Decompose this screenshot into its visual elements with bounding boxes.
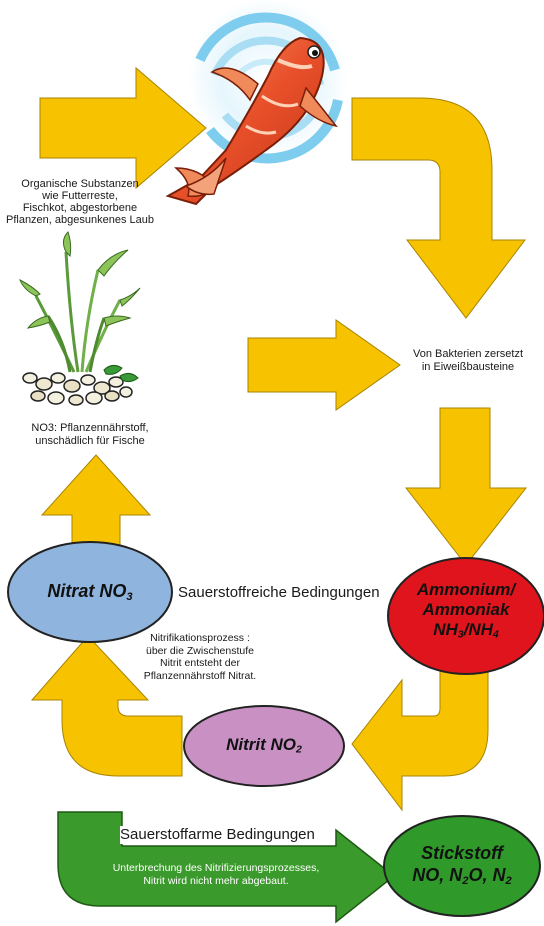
ammonium-node xyxy=(387,557,544,675)
nitrit-subscript: 2 xyxy=(296,743,302,756)
ammonium-line1: Ammonium/ xyxy=(416,580,516,599)
interruption-label: Unterbrechung des Nitrifizierungsprozess… xyxy=(96,862,336,888)
arrow-ammonium-to-nitrit xyxy=(351,669,489,812)
aquarium-plant-icon xyxy=(19,231,141,406)
nitrat-node-label: Nitrat NO3 xyxy=(8,580,172,608)
organic-line: Fischkot, abgestorbene xyxy=(22,202,138,214)
ammonium-node-label: Ammonium/ Ammoniak NH3/NH4 xyxy=(388,580,544,645)
goldfish-icon xyxy=(165,36,338,206)
stickstoff-node-label: Stickstoff NO, N2O, N2 xyxy=(384,842,540,892)
bacteria-label: Von Bakterien zersetzt in Eiweißbaustein… xyxy=(398,348,538,374)
arrow-oxygen-poor xyxy=(57,811,396,924)
arrow-fish-to-bacteria xyxy=(351,97,527,319)
nitrification-line: Nitrit entsteht der xyxy=(160,657,240,669)
stickstoff-sub1: 2 xyxy=(462,874,469,887)
nitrat-node xyxy=(7,541,173,643)
ammonium-nh-b: /NH xyxy=(463,620,493,639)
stickstoff-node xyxy=(383,815,541,917)
interruption-line: Nitrit wird nicht mehr abgebaut. xyxy=(143,875,289,887)
organic-line: Organische Substanzen xyxy=(21,178,139,190)
nitrit-node xyxy=(183,705,345,787)
nitrat-subscript: 3 xyxy=(126,590,133,603)
organic-line: wie Futterreste, xyxy=(42,190,118,202)
organic-substances-label: Organische Substanzen wie Futterreste, F… xyxy=(0,178,160,226)
nitrification-line: über die Zwischenstufe xyxy=(146,644,254,657)
nitrification-line: Pflanzennährstoff Nitrat. xyxy=(143,669,257,682)
no3-note-label: NO3: Pflanzennährstoff, unschädlich für … xyxy=(10,422,170,448)
interruption-line: Unterbrechung des Nitrifizierungsprozess… xyxy=(112,862,320,874)
oxygen-rich-text: Sauerstoffreiche Bedingungen xyxy=(178,584,380,601)
nitrification-label: Nitrifikationsprozess : über die Zwische… xyxy=(120,632,280,682)
nitrit-text: Nitrit NO xyxy=(226,735,297,754)
stickstoff-line1: Stickstoff xyxy=(421,843,503,863)
oxygen-poor-text: Sauerstoffarme Bedingungen xyxy=(120,826,315,843)
arrow-organic-to-fish xyxy=(39,66,207,190)
stickstoff-sub2: 2 xyxy=(505,874,512,887)
arrow-bacteria-to-ammonium xyxy=(404,407,528,566)
no3-note-line: unschädlich für Fische xyxy=(35,435,145,447)
ammonium-sub3: 3 xyxy=(457,628,464,641)
ammonium-nh: NH xyxy=(433,620,458,639)
arrow-to-bacteria-label xyxy=(247,319,401,411)
oxygen-rich-label: Sauerstoffreiche Bedingungen xyxy=(178,584,388,602)
nitrification-line: Nitrifikationsprozess : xyxy=(150,632,250,644)
organic-line: Pflanzen, abgesunkenes Laub xyxy=(5,214,154,226)
ammonium-sub4: 4 xyxy=(492,628,499,641)
nitrit-node-label: Nitrit NO2 xyxy=(184,734,344,761)
ammonium-line2: Ammoniak xyxy=(422,600,510,619)
bacteria-line: Von Bakterien zersetzt xyxy=(412,348,524,360)
oxygen-poor-label: Sauerstoffarme Bedingungen xyxy=(120,826,330,844)
stickstoff-no-b: O, N xyxy=(468,865,506,885)
bacteria-line: in Eiweißbausteine xyxy=(421,361,515,373)
nitrat-text: Nitrat NO xyxy=(47,581,127,601)
stickstoff-no: NO, N xyxy=(412,865,463,885)
arrow-nitrit-to-nitrat xyxy=(30,635,183,777)
no3-note-line: NO3: Pflanzennährstoff, xyxy=(31,422,149,434)
